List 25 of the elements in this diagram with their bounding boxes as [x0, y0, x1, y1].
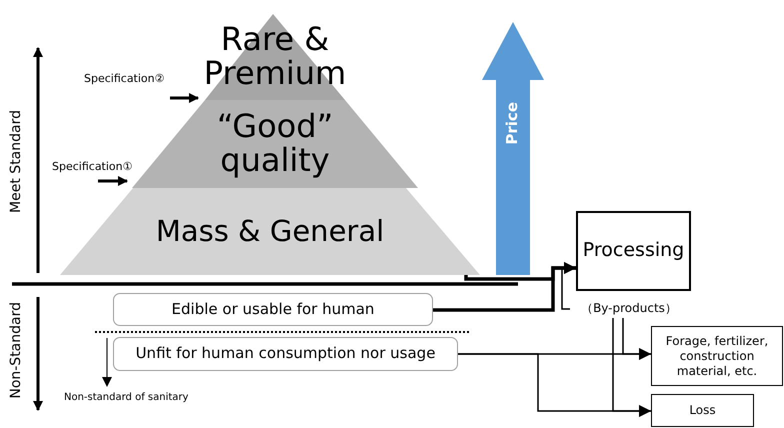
rounded-box	[113, 337, 458, 371]
node-label: Mass & General	[156, 214, 384, 248]
price-arrow	[482, 22, 544, 275]
connector-arrow	[612, 318, 651, 417]
axis-label: Non-Standard	[8, 302, 24, 399]
pyramid-tier	[60, 188, 480, 275]
node-label: Rare & Premium	[202, 23, 348, 91]
note-text: Non-standard of sanitary	[64, 392, 188, 403]
price-label: Price	[504, 102, 522, 145]
node-label: “Good” quality	[216, 110, 334, 178]
connector-arrow	[622, 318, 651, 360]
node-label: Edible or usable for human	[172, 300, 374, 318]
axis-label: Meet Standard	[8, 110, 24, 213]
rounded-box	[113, 293, 433, 326]
connector-arrow	[561, 262, 576, 310]
specification-label: Specification②	[84, 72, 164, 85]
outcome-box	[651, 394, 754, 427]
process-box	[576, 211, 691, 291]
node-label: Forage, fertilizer, construction material, etc.	[664, 334, 770, 378]
outcome-box	[651, 326, 783, 386]
node-label: Unfit for human consumption nor usage	[136, 345, 436, 363]
node-label: Processing	[582, 240, 684, 262]
node-label: （By-products）	[581, 302, 677, 316]
node-label: Loss	[689, 404, 716, 418]
specification-label: Specification①	[52, 160, 132, 173]
